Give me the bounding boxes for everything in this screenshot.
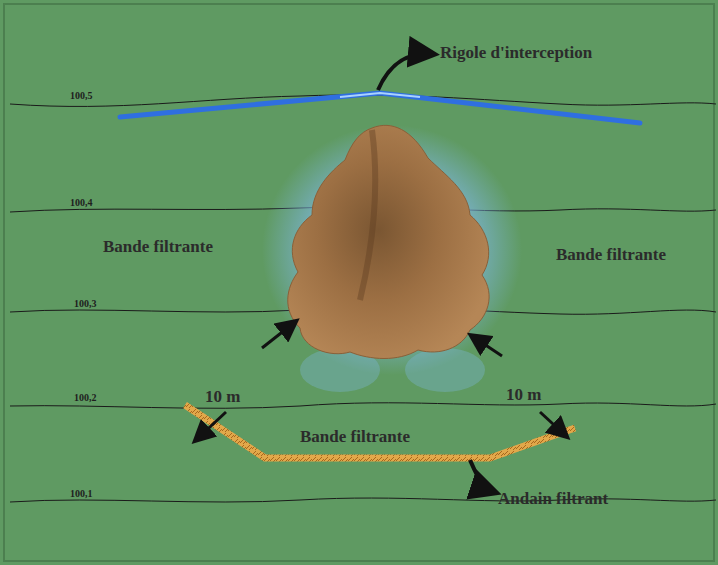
- distance-label: 10 m: [506, 386, 541, 405]
- zone-label: Bande filtrante: [300, 428, 410, 447]
- contour-elevation: 100,1: [70, 488, 93, 499]
- contour-elevation: 100,2: [74, 392, 97, 403]
- contour-elevation: 100,5: [70, 90, 93, 101]
- distance-label: 10 m: [205, 388, 240, 407]
- zone-label: Bande filtrante: [556, 246, 666, 265]
- contour-elevation: 100,4: [70, 197, 93, 208]
- zone-label: Bande filtrante: [103, 238, 213, 257]
- channel-label: Rigole d'interception: [440, 44, 592, 63]
- contour-elevation: 100,3: [74, 298, 97, 309]
- windrow-label: Andain filtrant: [498, 490, 608, 509]
